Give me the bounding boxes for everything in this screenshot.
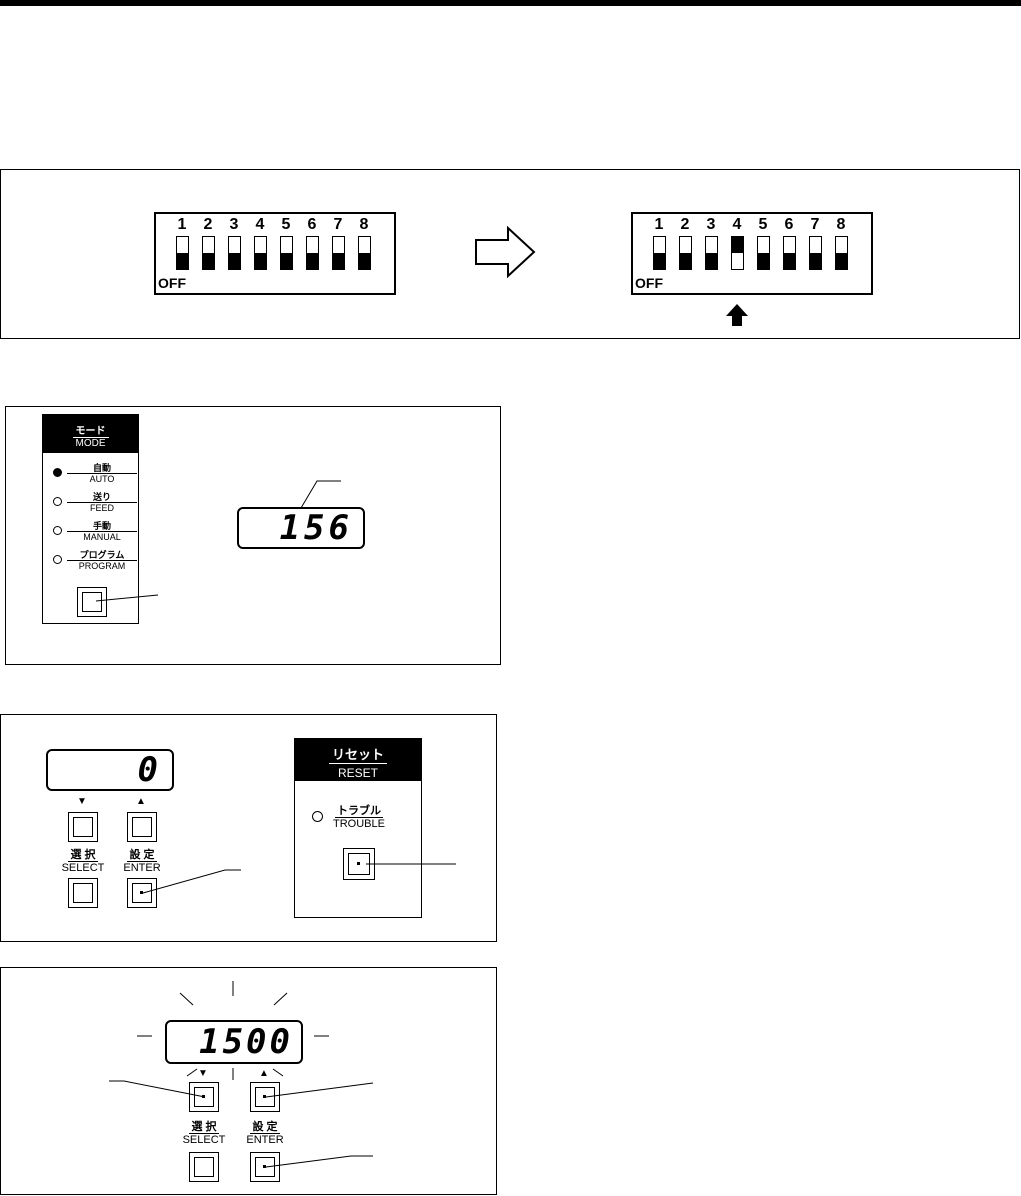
- dip-number: 5: [281, 216, 291, 233]
- up-arrow-icon: ▲: [259, 1068, 269, 1079]
- dip-toggle-6[interactable]: [306, 236, 319, 270]
- dip-number: 7: [333, 216, 343, 233]
- dip-toggle-5[interactable]: [280, 236, 293, 270]
- dip-number: 5: [758, 216, 768, 233]
- dip-number: 1: [177, 216, 187, 233]
- dip-toggle-4-on[interactable]: [731, 236, 744, 270]
- enter-button[interactable]: [250, 1152, 280, 1182]
- dip-toggle-1[interactable]: [176, 236, 189, 270]
- auto-led: [53, 468, 62, 477]
- dip-toggle-5[interactable]: [757, 236, 770, 270]
- keypad2-display: 1500: [165, 1020, 303, 1064]
- dip-number: 1: [654, 216, 664, 233]
- dip-number: 7: [810, 216, 820, 233]
- mode-header: モード MODE: [43, 415, 138, 453]
- dip-number: 4: [732, 216, 742, 233]
- mode-feed-jp: 送り: [67, 492, 137, 503]
- dip-number: 8: [836, 216, 846, 233]
- dip-switch-after: 1 2 3 4 5 6 7 8 OFF: [631, 212, 873, 295]
- dip-toggle-2[interactable]: [679, 236, 692, 270]
- mode-title-jp: モード: [72, 422, 109, 438]
- up-arrow-icon: [726, 304, 748, 326]
- mode-auto-jp: 自動: [67, 463, 137, 474]
- mode-feed-en: FEED: [89, 503, 114, 513]
- enter-button[interactable]: [127, 878, 157, 908]
- reset-button[interactable]: [343, 848, 375, 880]
- dip-number: 2: [680, 216, 690, 233]
- mode-display: 156: [237, 507, 365, 549]
- mode-manual-jp: 手動: [67, 521, 137, 532]
- dip-switch-figure: 1 2 3 4 5 6 7 8 OFF 1 2 3 4 5 6 7 8: [0, 169, 1020, 339]
- mode-manual-en: MANUAL: [83, 532, 121, 542]
- dip-toggle-3[interactable]: [228, 236, 241, 270]
- off-label: OFF: [158, 275, 186, 291]
- dip-toggle-3[interactable]: [705, 236, 718, 270]
- dip-toggle-2[interactable]: [202, 236, 215, 270]
- dip-toggle-7[interactable]: [332, 236, 345, 270]
- dip-number: 4: [255, 216, 265, 233]
- select-button[interactable]: [189, 1152, 219, 1182]
- mode-auto-en: AUTO: [89, 474, 115, 484]
- top-rule: [0, 0, 1021, 6]
- keypad1-display: 0: [46, 749, 174, 791]
- dip-toggle-4[interactable]: [254, 236, 267, 270]
- right-arrow-icon: [475, 226, 536, 278]
- manual-led: [53, 526, 62, 535]
- reset-header: リセット RESET: [295, 739, 421, 781]
- up-button[interactable]: [250, 1082, 280, 1112]
- up-arrow-icon: ▲: [136, 796, 146, 807]
- off-label: OFF: [635, 275, 663, 291]
- reset-title-en: RESET: [337, 766, 378, 780]
- reset-title-jp: リセット: [328, 744, 387, 764]
- down-arrow-icon: ▼: [198, 1068, 208, 1079]
- dip-number: 3: [229, 216, 239, 233]
- mode-title-en: MODE: [75, 438, 106, 449]
- down-arrow-icon: ▼: [77, 796, 87, 807]
- dip-switch-before: 1 2 3 4 5 6 7 8 OFF: [154, 212, 396, 295]
- select-button[interactable]: [68, 878, 98, 908]
- mode-button[interactable]: [77, 587, 107, 617]
- dip-number: 8: [359, 216, 369, 233]
- program-led: [53, 555, 62, 564]
- trouble-led: [312, 811, 323, 822]
- down-button[interactable]: [189, 1082, 219, 1112]
- dip-number: 3: [706, 216, 716, 233]
- mode-program-jp: プログラム: [67, 550, 137, 561]
- dip-number: 6: [784, 216, 794, 233]
- dip-toggle-1[interactable]: [653, 236, 666, 270]
- dip-number: 6: [307, 216, 317, 233]
- dip-toggle-6[interactable]: [783, 236, 796, 270]
- feed-led: [53, 497, 62, 506]
- dip-toggle-8[interactable]: [835, 236, 848, 270]
- dip-toggle-8[interactable]: [358, 236, 371, 270]
- mode-program-en: PROGRAM: [78, 561, 126, 571]
- down-button[interactable]: [68, 812, 98, 842]
- dip-toggle-7[interactable]: [809, 236, 822, 270]
- dip-number: 2: [203, 216, 213, 233]
- up-button[interactable]: [127, 812, 157, 842]
